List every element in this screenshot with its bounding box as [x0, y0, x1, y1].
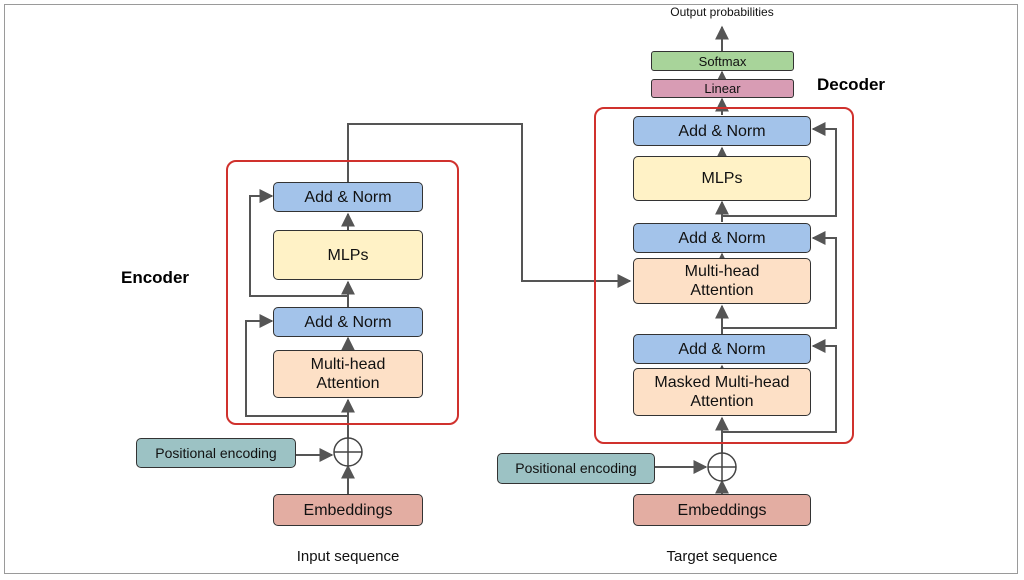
dec-add-norm-middle: Add & Norm: [633, 223, 811, 253]
dec-residual-1: [722, 339, 837, 433]
enc-add-norm-top: Add & Norm: [273, 182, 423, 212]
enc-multi-head-attention: Multi-head Attention: [273, 350, 423, 398]
enc-add-norm-bottom: Add & Norm: [273, 307, 423, 337]
dec-positional-encoding: Positional encoding: [497, 453, 655, 484]
enc-embeddings: Embeddings: [273, 494, 423, 526]
dec-add-circle: [707, 452, 737, 482]
dec-mlps: MLPs: [633, 156, 811, 201]
dec-residual-3: [722, 122, 837, 217]
enc-residual-1: [245, 314, 348, 417]
dec-input-label: Target sequence: [666, 548, 778, 565]
dec-embeddings: Embeddings: [633, 494, 811, 526]
enc-positional-encoding: Positional encoding: [136, 438, 296, 468]
dec-output-label: Output probabilities: [670, 5, 774, 19]
enc-residual-2: [249, 189, 348, 297]
encoder-title: Encoder: [121, 268, 190, 287]
dec-add-norm-bottom: Add & Norm: [633, 334, 811, 364]
enc-add-circle: [333, 437, 363, 467]
enc-to-dec-arrow: [347, 123, 632, 288]
decoder-title: Decoder: [817, 75, 886, 94]
enc-input-label: Input sequence: [296, 548, 400, 565]
dec-add-norm-top: Add & Norm: [633, 116, 811, 146]
dec-cross-attention: Multi-head Attention: [633, 258, 811, 304]
enc-mlps: MLPs: [273, 230, 423, 280]
dec-softmax: Softmax: [651, 51, 794, 71]
dec-masked-attention: Masked Multi-head Attention: [633, 368, 811, 416]
dec-linear: Linear: [651, 79, 794, 98]
dec-residual-2: [722, 231, 837, 329]
encoder-group: [226, 160, 459, 425]
decoder-group: [594, 107, 854, 444]
diagram-frame: [4, 4, 1018, 574]
